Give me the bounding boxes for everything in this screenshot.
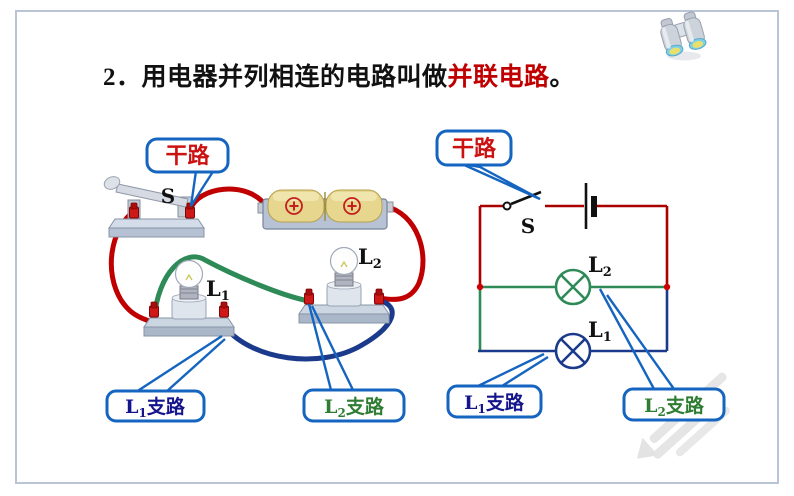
main-path-bubble <box>435 129 513 167</box>
battery-pack <box>257 189 394 230</box>
switch-label: S <box>161 184 175 208</box>
callout-line <box>606 294 675 390</box>
branch1-label: L1支路 <box>125 395 186 420</box>
wire-green-branch <box>151 254 312 323</box>
binoculars-icon <box>660 11 707 61</box>
callout-line <box>135 334 223 394</box>
knife-switch <box>103 176 205 238</box>
title-prefix: 2．用电器并列相连的电路叫做 <box>103 64 448 91</box>
left-callouts: 干路 L1支路 L2支路 <box>105 137 406 423</box>
wire-switch-to-battery <box>187 186 269 213</box>
main-path-bubble <box>145 137 230 174</box>
binding-post <box>129 202 139 219</box>
schematic-branch2-wires <box>478 268 667 350</box>
right-circuit-diagram: S <box>435 129 726 422</box>
junction-dot <box>476 283 484 291</box>
junction-dot <box>663 283 671 291</box>
lamp1-symbol <box>554 332 592 370</box>
switch-handle <box>103 176 121 190</box>
wire-navy-branch <box>222 297 395 362</box>
callout-line <box>310 305 355 391</box>
callout-line <box>477 352 545 388</box>
right-callouts: 干路 L1支路 L2支路 <box>435 129 726 422</box>
wire-battery-to-lamp2 <box>377 203 426 302</box>
branch2-bubble <box>622 387 726 422</box>
main-path-label: 干路 <box>452 136 497 162</box>
branch1-bubble <box>105 389 206 423</box>
schematic-branch1-wires <box>478 287 669 370</box>
page-title: 2．用电器并列相连的电路叫做并联电路。 <box>103 57 703 93</box>
left-circuit-illustration: S L1 L2 干路 <box>103 137 426 423</box>
branch2-bubble <box>302 388 406 423</box>
watermark <box>636 372 730 459</box>
schematic-main-wires <box>478 204 669 287</box>
callout-tail <box>189 168 217 207</box>
callout-line <box>165 338 226 393</box>
schematic-battery <box>584 183 597 229</box>
lamp2-symbol <box>554 268 592 306</box>
switch-lever <box>115 183 189 208</box>
callout-tail <box>461 162 541 201</box>
callout-line <box>501 355 549 388</box>
branch1-label: L1支路 <box>464 391 525 416</box>
lamp1-label: L1 <box>206 276 230 304</box>
schematic-switch-label: S <box>521 214 535 238</box>
callout-line <box>598 288 656 390</box>
branch1-bubble <box>446 384 543 419</box>
title-suffix: 。 <box>549 64 576 91</box>
schematic-lamp2-label: L2 <box>588 252 612 280</box>
schematic-lamp1-label: L1 <box>588 317 612 345</box>
branch2-label: L2支路 <box>324 395 385 420</box>
main-path-label: 干路 <box>165 143 210 169</box>
branch2-label: L2支路 <box>644 394 705 419</box>
lamp2-label: L2 <box>358 244 382 272</box>
callout-line <box>307 303 333 391</box>
title-highlight: 并联电路 <box>447 64 550 91</box>
schematic-switch <box>502 190 542 211</box>
